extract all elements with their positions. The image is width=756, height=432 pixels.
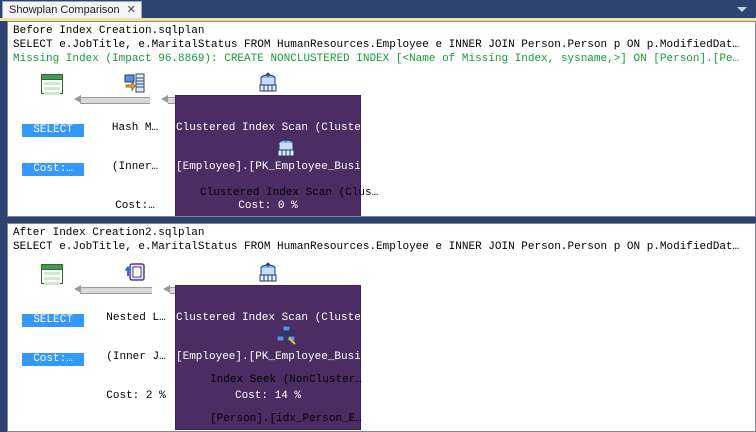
- plan-canvas-top[interactable]: SELECT Cost:…: [8, 22, 755, 216]
- clustered-index-scan-icon: [274, 137, 298, 159]
- plan-title: After Index Creation2.sqlplan: [13, 227, 205, 239]
- operator-name: Clustered Index Scan (Cluster…: [176, 312, 375, 324]
- operator-label: SELECT Cost:…: [22, 98, 84, 202]
- plan-pane-top[interactable]: Before Index Creation.sqlplan SELECT e.J…: [7, 21, 756, 217]
- operator-object: [Person].[idx_Person_E…: [210, 413, 362, 425]
- operator-label: Clustered Index Scan (Clus… [Person].[PK…: [200, 161, 379, 216]
- operator-name: Index Seek (NonCluster…: [210, 374, 362, 386]
- operator-cost: Cost:…: [22, 353, 84, 366]
- tab-active-underline: [0, 18, 756, 21]
- operator-name: Clustered Index Scan (Cluster…: [176, 122, 375, 134]
- connector-arrow-select: [74, 285, 81, 293]
- operator-name: Hash M…: [111, 122, 159, 134]
- operator-name: Nested L…: [106, 312, 166, 324]
- operator-subtype: (Inner J…: [106, 351, 166, 363]
- connector-arrow-select: [74, 95, 81, 103]
- operator-label: Hash M… (Inner… Cost:…: [103, 96, 167, 216]
- connector-arrow-nestedloops-top: [163, 285, 170, 293]
- connector-arrow-hashmatch-top: [161, 95, 168, 103]
- operator-subtype: (Inner…: [111, 161, 159, 173]
- tab-strip: Showplan Comparison ✕: [0, 0, 756, 21]
- operator-cost: Cost:…: [115, 200, 155, 212]
- operator-cost: Cost: 14 %: [234, 390, 301, 402]
- result-grid-icon: [41, 74, 65, 96]
- plan-query-text: SELECT e.JobTitle, e.MaritalStatus FROM …: [13, 39, 740, 51]
- operator-cost: Cost: 2 %: [106, 390, 166, 402]
- operator-label: SELECT Cost:…: [22, 288, 84, 392]
- connector-select-nestedloops: [80, 287, 152, 294]
- operator-label: Nested L… (Inner J… Cost: 2 %: [102, 286, 170, 429]
- plan-title: Before Index Creation.sqlplan: [13, 25, 205, 37]
- tab-showplan-comparison[interactable]: Showplan Comparison ✕: [2, 1, 142, 18]
- operator-label: Clustered Index Scan (Cluster… [Employee…: [175, 285, 375, 430]
- plan-canvas-bottom[interactable]: SELECT Cost:… Nested L…: [8, 224, 755, 431]
- operator-object: [Employee].[PK_Employee_Busin…: [176, 161, 375, 173]
- tab-label: Showplan Comparison: [9, 4, 120, 16]
- index-seek-icon: [274, 324, 298, 346]
- clustered-index-scan-icon: [256, 72, 280, 94]
- clustered-index-scan-icon: [256, 262, 280, 284]
- nested-loops-icon: [124, 262, 148, 284]
- operator-cost: Cost: 0 %: [238, 200, 298, 212]
- close-icon[interactable]: ✕: [126, 3, 136, 16]
- plan-query-text: SELECT e.JobTitle, e.MaritalStatus FROM …: [13, 241, 740, 253]
- connector-select-hashmatch: [80, 97, 150, 104]
- missing-index-text: Missing Index (Impact 96.8869): CREATE N…: [13, 53, 740, 65]
- result-grid-icon: [41, 264, 65, 286]
- chevron-down-icon[interactable]: [737, 5, 748, 14]
- operator-name: SELECT: [22, 124, 84, 137]
- operator-name: Clustered Index Scan (Clus…: [200, 187, 379, 199]
- document-area: Before Index Creation.sqlplan SELECT e.J…: [0, 21, 756, 432]
- plan-pane-bottom[interactable]: After Index Creation2.sqlplan SELECT e.J…: [7, 223, 756, 432]
- hash-match-icon: [123, 72, 147, 94]
- operator-label: Clustered Index Scan (Cluster… [Employee…: [175, 95, 375, 216]
- operator-cost: Cost:…: [22, 163, 84, 176]
- operator-name: SELECT: [22, 314, 84, 327]
- operator-label: Index Seek (NonCluster… [Person].[idx_Pe…: [204, 348, 368, 431]
- operator-object: [Employee].[PK_Employee_Busin…: [176, 351, 375, 363]
